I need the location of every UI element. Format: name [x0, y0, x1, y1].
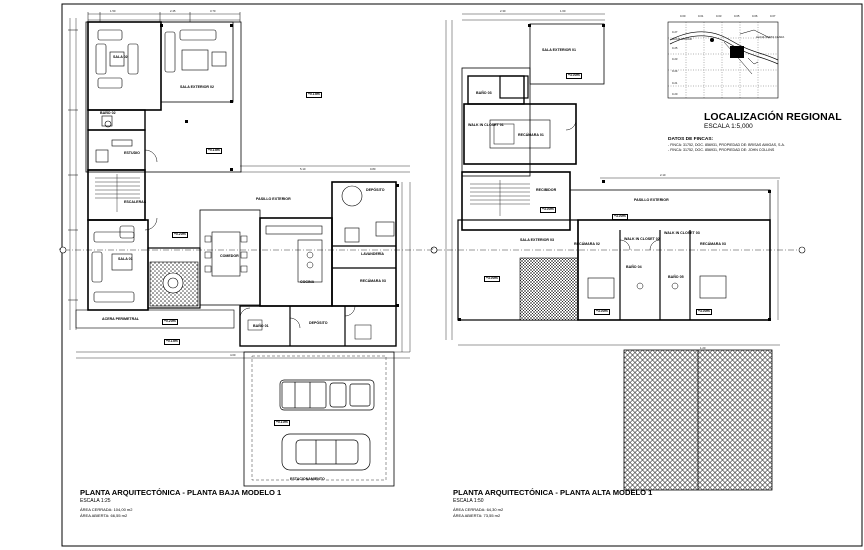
- room-label-recamara-03: RECÁMARA 03: [360, 279, 386, 283]
- axis-marker-left: A: [59, 247, 62, 251]
- upper-area-closed: ÁREA CERRADA: 64,30 m2: [453, 507, 504, 512]
- room-label-pasillo-exterior-upper: PASILLO EXTERIOR: [634, 198, 669, 202]
- room-label-escaleras: ESCALERAS: [124, 200, 147, 204]
- upper-plan-scale: ESCALA 1:50: [453, 498, 484, 504]
- property-data-heading: DATOS DE FINCAS:: [668, 137, 714, 142]
- dimension-label: 1.50: [110, 9, 116, 13]
- map-grid-label: 0.07: [770, 14, 776, 18]
- level-badge: +3.00m: [696, 309, 712, 315]
- location-title: LOCALIZACIÓN REGIONAL: [704, 111, 842, 123]
- room-label-estudio: ESTUDIO: [124, 151, 140, 155]
- dimension-label: 4.00: [230, 353, 236, 357]
- room-label-bano-01: BAÑO 01: [253, 324, 269, 328]
- property-data-line: - FINCA: 31752, DOC. 856931, PROPIEDAD D…: [668, 143, 785, 147]
- room-label-recamara-03-upper: RECÁMARA 03: [700, 242, 726, 246]
- map-grid-label: 0.00: [680, 14, 686, 18]
- location-map: [667, 21, 779, 99]
- level-badge: +3.00m: [594, 309, 610, 315]
- room-label-cocina: COCINA: [300, 280, 315, 284]
- map-grid-label: 0.27: [672, 30, 678, 34]
- room-label-estacionamiento: ESTACIONAMIENTO: [290, 477, 325, 481]
- room-label-bano-02: BAÑO 02: [100, 111, 116, 115]
- map-grid-label: 0.01: [698, 14, 704, 18]
- dimension-label: 2.30: [500, 9, 506, 13]
- level-badge: +0.15m: [164, 339, 180, 345]
- pickup-truck: [279, 379, 375, 411]
- map-grid-label: 0.06: [752, 14, 758, 18]
- room-label-bano-04: BAÑO 04: [626, 265, 642, 269]
- room-label-bano-03: BAÑO 03: [476, 91, 492, 95]
- map-grid-label: 0.05: [734, 14, 740, 18]
- room-label-sala-exterior-02: SALA EXTERIOR 02: [180, 85, 215, 89]
- level-badge: +0.20m: [172, 232, 188, 238]
- map-grid-label: 0.03: [716, 14, 722, 18]
- map-grid-label: 0.25: [672, 46, 678, 50]
- level-badge: +0.20m: [162, 319, 178, 325]
- map-grid-label: 0.21: [672, 81, 678, 85]
- map-label: HACIA SANTA CLARA: [756, 35, 785, 39]
- suv: [281, 433, 371, 471]
- level-badge: +0.10m: [274, 420, 290, 426]
- ground-area-closed: ÁREA CERRADA: 104,00 m2: [80, 507, 133, 512]
- room-label-deposito-bottom: DEPÓSITO: [309, 321, 328, 325]
- room-label-comedor: COMEDOR: [220, 254, 239, 258]
- dimension-label: 0.80: [370, 167, 376, 171]
- map-label: HACIA CIUDAD: [672, 37, 692, 41]
- room-label-deposito-top: DEPÓSITO: [366, 188, 385, 192]
- room-label-sala-02: SALA 02: [113, 55, 128, 59]
- map-grid-label: 0.23: [672, 57, 678, 61]
- room-label-walk-in-closet-01: WALK IN CLOSET 01: [468, 123, 504, 127]
- level-badge: +3.00m: [484, 276, 500, 282]
- room-label-recibidor: RECIBIDOR: [536, 188, 557, 192]
- dimension-label: 1.60: [560, 9, 566, 13]
- property-data-line: - FINCA: 31752, DOC. 856931, PROPIEDAD D…: [668, 148, 775, 152]
- room-label-bano-05: BAÑO 05: [668, 275, 684, 279]
- room-label-acera-perimetral: ACERA PERIMETRAL: [102, 317, 140, 321]
- level-badge: +3.00m: [540, 207, 556, 213]
- ground-floor-plan: [59, 12, 438, 487]
- room-label-sala-01: SALA 01: [118, 257, 133, 261]
- location-scale: ESCALA 1:5,000: [704, 123, 753, 130]
- map-grid-label: 0.20: [672, 92, 678, 96]
- room-label-lavanderia: LAVANDERÍA: [361, 252, 385, 256]
- room-label-sala-exterior-01: SALA EXTERIOR 01: [542, 48, 577, 52]
- room-label-recamara-02: RECÁMARA 02: [574, 242, 600, 246]
- level-badge: +0.15m: [306, 92, 322, 98]
- ground-area-open: ÁREA ABIERTA: 66,55 m2: [80, 513, 128, 518]
- upper-area-open: ÁREA ABIERTA: 73,55 m2: [453, 513, 501, 518]
- dimension-label: 1.20: [700, 346, 706, 350]
- dimension-label: 5.10: [300, 167, 306, 171]
- ground-plan-title: PLANTA ARQUITECTÓNICA - PLANTA BAJA MODE…: [80, 488, 282, 497]
- level-badge: +0.15m: [206, 148, 222, 154]
- room-label-walk-in-closet-03: WALK IN CLOSET 03: [664, 231, 700, 235]
- level-badge: +3.00m: [612, 214, 628, 220]
- dimension-label: 2.45: [170, 9, 176, 13]
- ground-plan-scale: ESCALA 1:25: [80, 498, 111, 504]
- dimension-label: 3.70: [210, 9, 216, 13]
- room-label-pasillo-exterior: PASILLO EXTERIOR: [256, 197, 291, 201]
- room-label-recamara-01: RECÁMARA 01: [518, 133, 544, 137]
- room-label-walk-in-closet-02: WALK IN CLOSET 02: [624, 237, 660, 241]
- map-grid-label: 0.24: [672, 69, 678, 73]
- axis-marker-right: A': [431, 247, 434, 251]
- level-badge: +3.00m: [566, 73, 582, 79]
- upper-floor-plan: [430, 13, 806, 491]
- upper-plan-title: PLANTA ARQUITECTÓNICA - PLANTA ALTA MODE…: [453, 488, 653, 497]
- dimension-label: 2.10: [660, 173, 666, 177]
- room-label-sala-exterior-03: SALA EXTERIOR 03: [520, 238, 555, 242]
